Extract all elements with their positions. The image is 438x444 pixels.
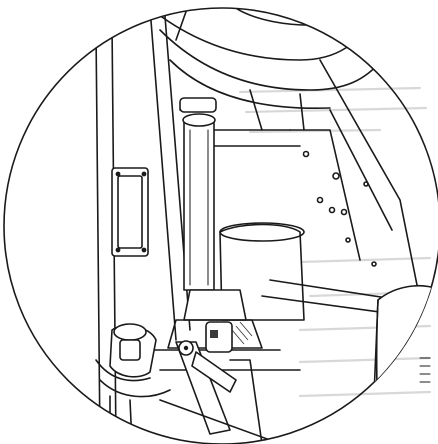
pump-cylinder [179,97,217,291]
left-frame-post [95,8,191,444]
pivot-lever [159,340,271,444]
bleed-through-text [238,86,432,398]
base-assembly [149,289,301,371]
access-panel [111,167,149,257]
detail-callout-circle [3,7,438,444]
hose-coupling [95,323,171,444]
leader-marks [419,357,431,383]
